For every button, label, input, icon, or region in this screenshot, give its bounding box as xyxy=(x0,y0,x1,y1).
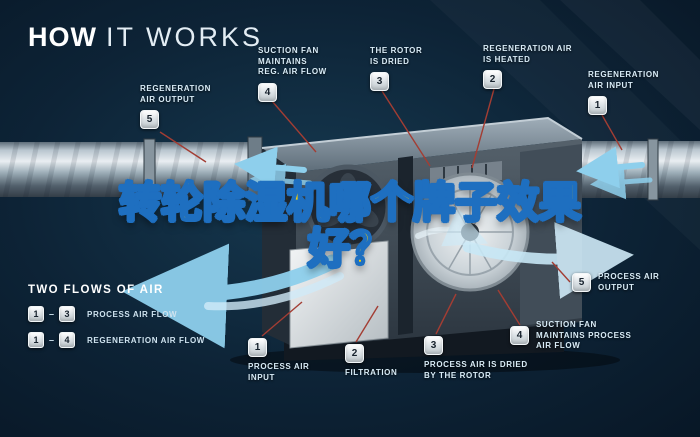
callout-badge: 2 xyxy=(345,344,364,363)
process-air-output-ribbon xyxy=(462,222,634,299)
callout-regeneration-air-output: REGENERATION AIR OUTPUT 5 xyxy=(140,84,212,130)
title-it-works: IT WORKS xyxy=(105,22,263,52)
callout-label: PROCESS AIR INPUT xyxy=(248,362,310,382)
regen-output-arrow-2 xyxy=(250,163,313,199)
callout-badge: 4 xyxy=(258,82,277,102)
callout-filtration: 2 FILTRATION xyxy=(345,344,397,379)
callout-badge: 5 xyxy=(572,273,591,293)
callout-label: SUCTION FAN MAINTAINS PROCESS AIR FLOW xyxy=(536,320,632,351)
legend-dash: – xyxy=(49,309,55,319)
callout-regen-air-heated: REGENERATION AIR IS HEATED 2 xyxy=(483,44,573,90)
callout-suction-fan-reg: SUCTION FAN MAINTAINS REG. AIR FLOW 4 xyxy=(258,46,327,102)
legend-heading: TWO FLOWS OF AIR xyxy=(28,284,164,296)
callout-badge: 1 xyxy=(588,96,607,116)
page-title: HOW IT WORKS xyxy=(28,22,263,53)
process-air-ribbon xyxy=(122,243,340,349)
callout-suction-fan-process: 4 SUCTION FAN MAINTAINS PROCESS AIR FLOW xyxy=(510,320,631,352)
legend-label: PROCESS AIR FLOW xyxy=(87,309,178,319)
legend-badge-from: 1 xyxy=(28,306,44,322)
machine-divider xyxy=(398,156,413,335)
suction-fan xyxy=(305,164,391,250)
inner-wave-arrow xyxy=(415,207,489,247)
callout-connector-lines xyxy=(159,88,623,343)
callout-badge: 3 xyxy=(424,336,443,355)
callout-badge: 3 xyxy=(370,72,389,92)
process-air-ribbon-pale xyxy=(204,272,344,311)
callout-regen-air-input: REGENERATION AIR INPUT 1 xyxy=(588,70,660,116)
callout-badge: 5 xyxy=(140,110,159,130)
callout-label: SUCTION FAN MAINTAINS REG. AIR FLOW xyxy=(258,46,327,77)
legend-badge-from: 1 xyxy=(28,332,44,348)
legend-two-flows: TWO FLOWS OF AIR 1 – 3 PROCESS AIR FLOW … xyxy=(28,284,205,348)
legend-label: REGENERATION AIR FLOW xyxy=(87,335,205,345)
left-duct xyxy=(0,136,263,202)
callout-label: PROCESS AIR OUTPUT xyxy=(598,272,660,292)
callout-label: PROCESS AIR IS DRIED BY THE ROTOR xyxy=(424,360,528,380)
callout-label: FILTRATION xyxy=(345,368,398,377)
legend-dash: – xyxy=(49,335,55,345)
legend-badge-to: 3 xyxy=(59,306,76,322)
legend-row-process-air: 1 – 3 PROCESS AIR FLOW xyxy=(28,306,205,322)
callout-badge: 4 xyxy=(510,326,529,346)
background-light-beams xyxy=(560,0,700,130)
callout-badge: 1 xyxy=(248,338,267,357)
callout-label: REGENERATION AIR OUTPUT xyxy=(140,84,212,104)
airflow-ribbons xyxy=(122,146,653,349)
title-how: HOW xyxy=(28,22,97,52)
callout-badge: 2 xyxy=(483,70,502,90)
regen-input-arrow xyxy=(576,146,645,189)
legend-row-regeneration-air: 1 – 4 REGENERATION AIR FLOW xyxy=(28,332,205,348)
regen-output-arrow xyxy=(234,146,307,189)
callout-process-air-dried: 3 PROCESS AIR IS DRIED BY THE ROTOR xyxy=(424,336,528,381)
legend-badge-to: 4 xyxy=(59,332,76,348)
regen-input-arrow-2 xyxy=(590,164,653,200)
callout-label: REGENERATION AIR INPUT xyxy=(588,70,660,90)
callout-label: THE ROTOR IS DRIED xyxy=(370,46,423,66)
callout-label: REGENERATION AIR IS HEATED xyxy=(483,44,573,64)
callout-process-air-output: 5 PROCESS AIR OUTPUT xyxy=(572,272,659,293)
callout-rotor-is-dried: THE ROTOR IS DRIED 3 xyxy=(370,46,423,92)
callout-process-air-input: 1 PROCESS AIR INPUT xyxy=(248,338,309,383)
